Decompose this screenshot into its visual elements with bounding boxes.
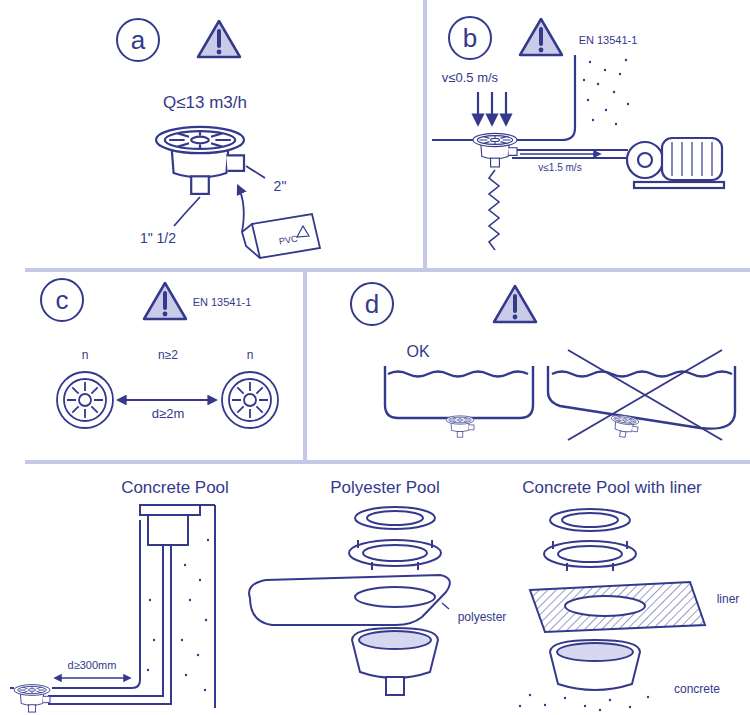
panel-letter-circle: d bbox=[350, 282, 394, 326]
flow-rate: Q≤13 m3/h bbox=[163, 93, 247, 113]
section-title: Concrete Pool with liner bbox=[522, 478, 702, 498]
panel-letter-circle: b bbox=[448, 16, 492, 60]
dimension: d≥300mm bbox=[68, 659, 117, 672]
velocity: v≤0.5 m/s bbox=[442, 71, 498, 86]
panel-letter-circle: a bbox=[116, 18, 160, 62]
standard-ref: EN 13541-1 bbox=[193, 296, 252, 309]
pipe-size: 1" 1/2 bbox=[140, 230, 176, 246]
count-note: n≥2 bbox=[158, 349, 178, 363]
dimension: d≥2m bbox=[152, 407, 184, 422]
section-title: Polyester Pool bbox=[330, 478, 440, 498]
tube-marking: PVC bbox=[278, 233, 298, 246]
part-label: liner bbox=[717, 593, 740, 607]
part-label: polyester bbox=[458, 611, 507, 625]
count-note: n bbox=[247, 349, 254, 363]
velocity: v≤1.5 m/s bbox=[538, 162, 581, 174]
pipe-size: 2" bbox=[274, 178, 287, 194]
panel-letter: d bbox=[365, 291, 379, 317]
section-title: Concrete Pool bbox=[121, 478, 229, 498]
status-note: OK bbox=[406, 343, 429, 361]
count-note: n bbox=[82, 349, 89, 363]
panel-letter: c bbox=[56, 287, 69, 313]
panel-letter: b bbox=[463, 25, 477, 51]
standard-ref: EN 13541-1 bbox=[579, 34, 638, 47]
panel-letter: a bbox=[131, 27, 145, 53]
panel-letter-circle: c bbox=[40, 278, 84, 322]
part-label: concrete bbox=[674, 683, 720, 697]
